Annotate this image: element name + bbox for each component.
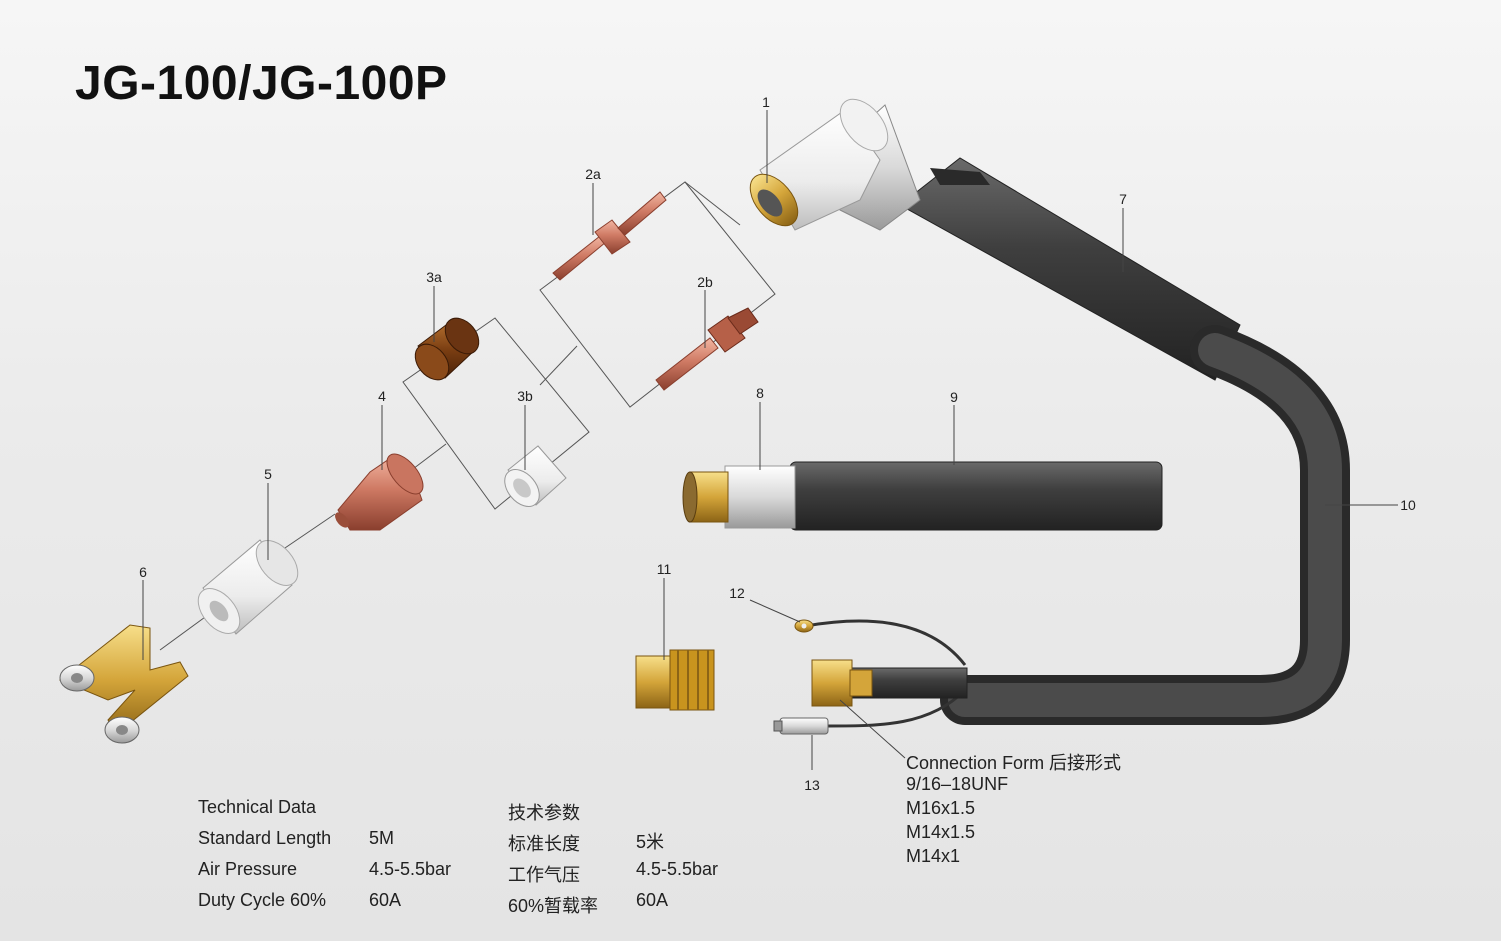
part-2b-electrode: [655, 307, 759, 391]
tech-label-en-0: Standard Length: [198, 828, 332, 848]
connection-heading: Connection Form 后接形式: [906, 753, 1122, 773]
tech-label-cn-1: 工作气压: [508, 865, 580, 885]
callout-9: 9: [950, 389, 958, 405]
callout-1: 1: [762, 94, 770, 110]
tech-heading-cn: 技术参数: [508, 803, 580, 823]
page-title: JG-100/JG-100P: [75, 57, 448, 110]
tech-label-cn-0: 标准长度: [508, 834, 580, 854]
tech-value-en-2: 60A: [369, 890, 402, 910]
callout-11: 11: [657, 561, 672, 577]
callout-2a: 2a: [585, 166, 601, 182]
part-8-adapter: [682, 465, 796, 529]
tech-value-cn-1: 4.5-5.5bar: [636, 859, 719, 879]
callout-13: 13: [804, 777, 820, 793]
part-2a-electrode: [552, 191, 667, 281]
connection-option-2: M14x1.5: [906, 822, 976, 842]
part-9-hose-sleeve: [789, 461, 1163, 531]
callout-5: 5: [264, 466, 272, 482]
callout-3b: 3b: [517, 388, 533, 404]
callout-2b: 2b: [697, 274, 713, 290]
connection-option-3: M14x1: [906, 846, 961, 866]
tech-value-en-0: 5M: [369, 828, 395, 848]
connection-option-1: M16x1.5: [906, 798, 976, 818]
tech-value-en-1: 4.5-5.5bar: [369, 859, 452, 879]
callout-10: 10: [1400, 497, 1416, 513]
part-13-signal-plug: [773, 717, 829, 735]
part-12-ring-terminal: [794, 619, 814, 633]
part-6-standoff-guide: [59, 624, 189, 744]
callout-3a: 3a: [426, 269, 442, 285]
part-4-nozzle: [335, 453, 424, 531]
callout-leaders: [142, 110, 1398, 770]
callout-labels: 1 2a 2b 3a 3b 4 5 6 7 8 9 10 11 12 13: [139, 94, 1416, 793]
callout-8: 8: [756, 385, 764, 401]
part-10-cable-hose: [940, 325, 1350, 725]
connection-option-0: 9/16–18UNF: [906, 774, 1009, 794]
part-11-connector-nut: [635, 649, 715, 711]
tech-heading-en: Technical Data: [198, 797, 317, 817]
rear-connector-assembly: [805, 619, 968, 728]
callout-7: 7: [1119, 191, 1127, 207]
callout-6: 6: [139, 564, 147, 580]
part-7-handle: [899, 157, 1241, 381]
tech-value-cn-2: 60A: [636, 890, 669, 910]
tech-value-cn-0: 5米: [636, 832, 665, 852]
part-5-shield-cup: [197, 539, 299, 635]
part-3a-swirl-ring: [414, 317, 480, 381]
part-3b-swirl-ring: [504, 445, 567, 507]
tech-label-cn-2: 60%暂载率: [508, 896, 599, 916]
callout-12: 12: [729, 585, 745, 601]
part-1-torch-head: [749, 98, 921, 231]
tech-label-en-1: Air Pressure: [198, 859, 298, 879]
tech-label-en-2: Duty Cycle 60%: [198, 890, 327, 910]
callout-4: 4: [378, 388, 386, 404]
